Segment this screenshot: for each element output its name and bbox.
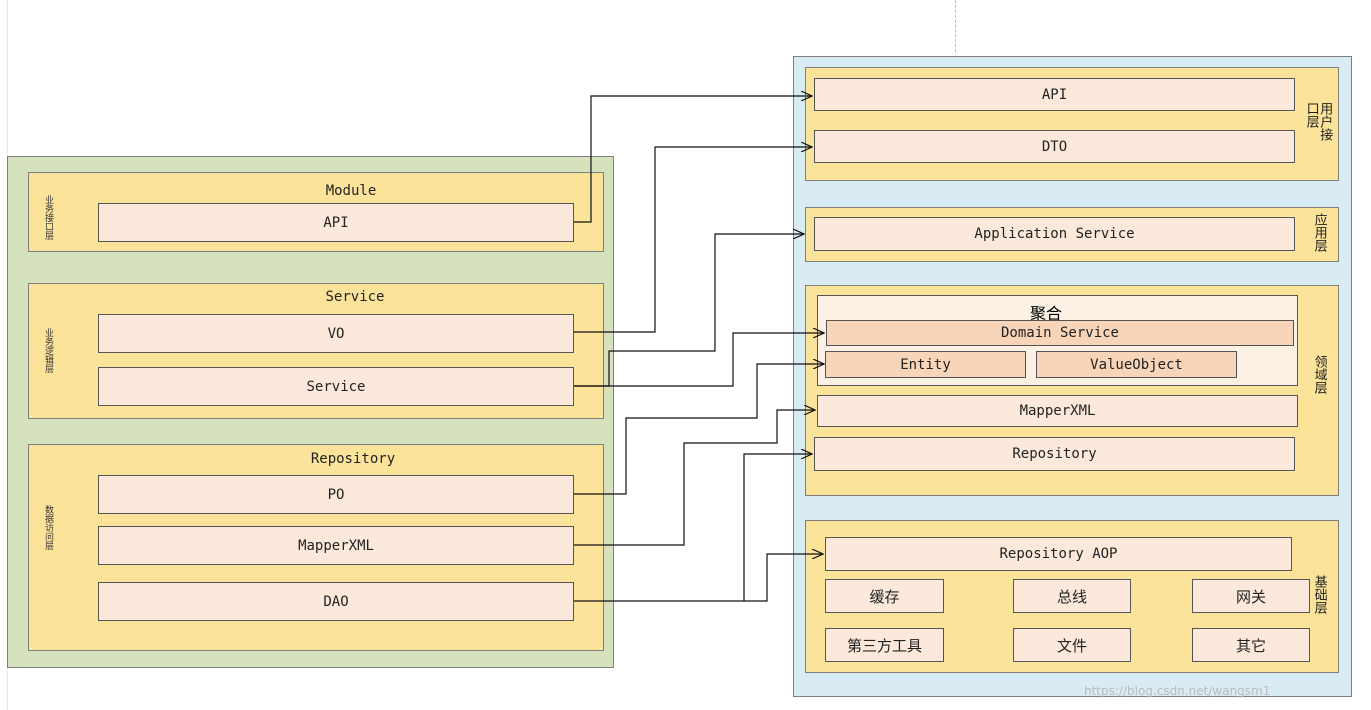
repository-layer-title: Repository	[310, 451, 396, 467]
repository-aop-box: Repository AOP	[825, 537, 1292, 571]
value-object-box: ValueObject	[1036, 351, 1237, 378]
module-layer-title: Module	[325, 183, 377, 199]
domain-repository-box: Repository	[814, 437, 1295, 471]
app-service-box: Application Service	[814, 217, 1295, 251]
divider-line	[955, 0, 956, 52]
arrow-dao-to-repository-aop	[744, 554, 823, 602]
domain-layer-label: 领域层	[1311, 355, 1327, 394]
infrastructure-layer-label: 基础层	[1311, 575, 1327, 614]
service-layer-title: Service	[325, 289, 385, 305]
arrow-po-to-entity	[574, 364, 824, 495]
module-api-box: API	[98, 203, 574, 242]
service-service-box: Service	[98, 367, 574, 406]
ui-api-box: API	[814, 78, 1295, 111]
infra-cache-box: 缓存	[825, 579, 944, 613]
arrow-service-to-app-service	[574, 234, 804, 387]
infra-bus-box: 总线	[1013, 579, 1131, 613]
user-interface-layer-label: 用户接口层	[1303, 102, 1333, 141]
service-vo-box: VO	[98, 314, 574, 353]
arrow-vo-to-dto	[574, 147, 812, 333]
arrow-service-to-domain-service	[574, 333, 824, 387]
application-layer-label: 应用层	[1311, 213, 1327, 252]
domain-service-box: Domain Service	[826, 320, 1294, 346]
service-layer-label: 业务逻辑层	[43, 328, 53, 373]
aggregate-title: 聚合	[1030, 304, 1063, 323]
domain-mapperxml-box: MapperXML	[817, 395, 1298, 427]
repository-mapperxml-box: MapperXML	[98, 526, 574, 565]
repository-layer-label: 数据访问层	[43, 505, 53, 550]
arrow-mapperxml-to-mapperxml	[574, 410, 815, 546]
repository-dao-box: DAO	[98, 582, 574, 621]
infra-other-box: 其它	[1192, 628, 1310, 662]
repository-po-box: PO	[98, 475, 574, 514]
infra-gateway-box: 网关	[1192, 579, 1310, 613]
arrow-dao-to-repository	[574, 454, 812, 602]
infra-file-box: 文件	[1013, 628, 1131, 662]
watermark: https://blog.csdn.net/wangsm1	[1084, 684, 1271, 698]
arrow-api-to-api	[574, 96, 812, 223]
ui-dto-box: DTO	[814, 130, 1295, 163]
infra-third-party-box: 第三方工具	[825, 628, 944, 662]
entity-box: Entity	[825, 351, 1026, 378]
module-layer-label: 业务接口层	[43, 195, 53, 240]
